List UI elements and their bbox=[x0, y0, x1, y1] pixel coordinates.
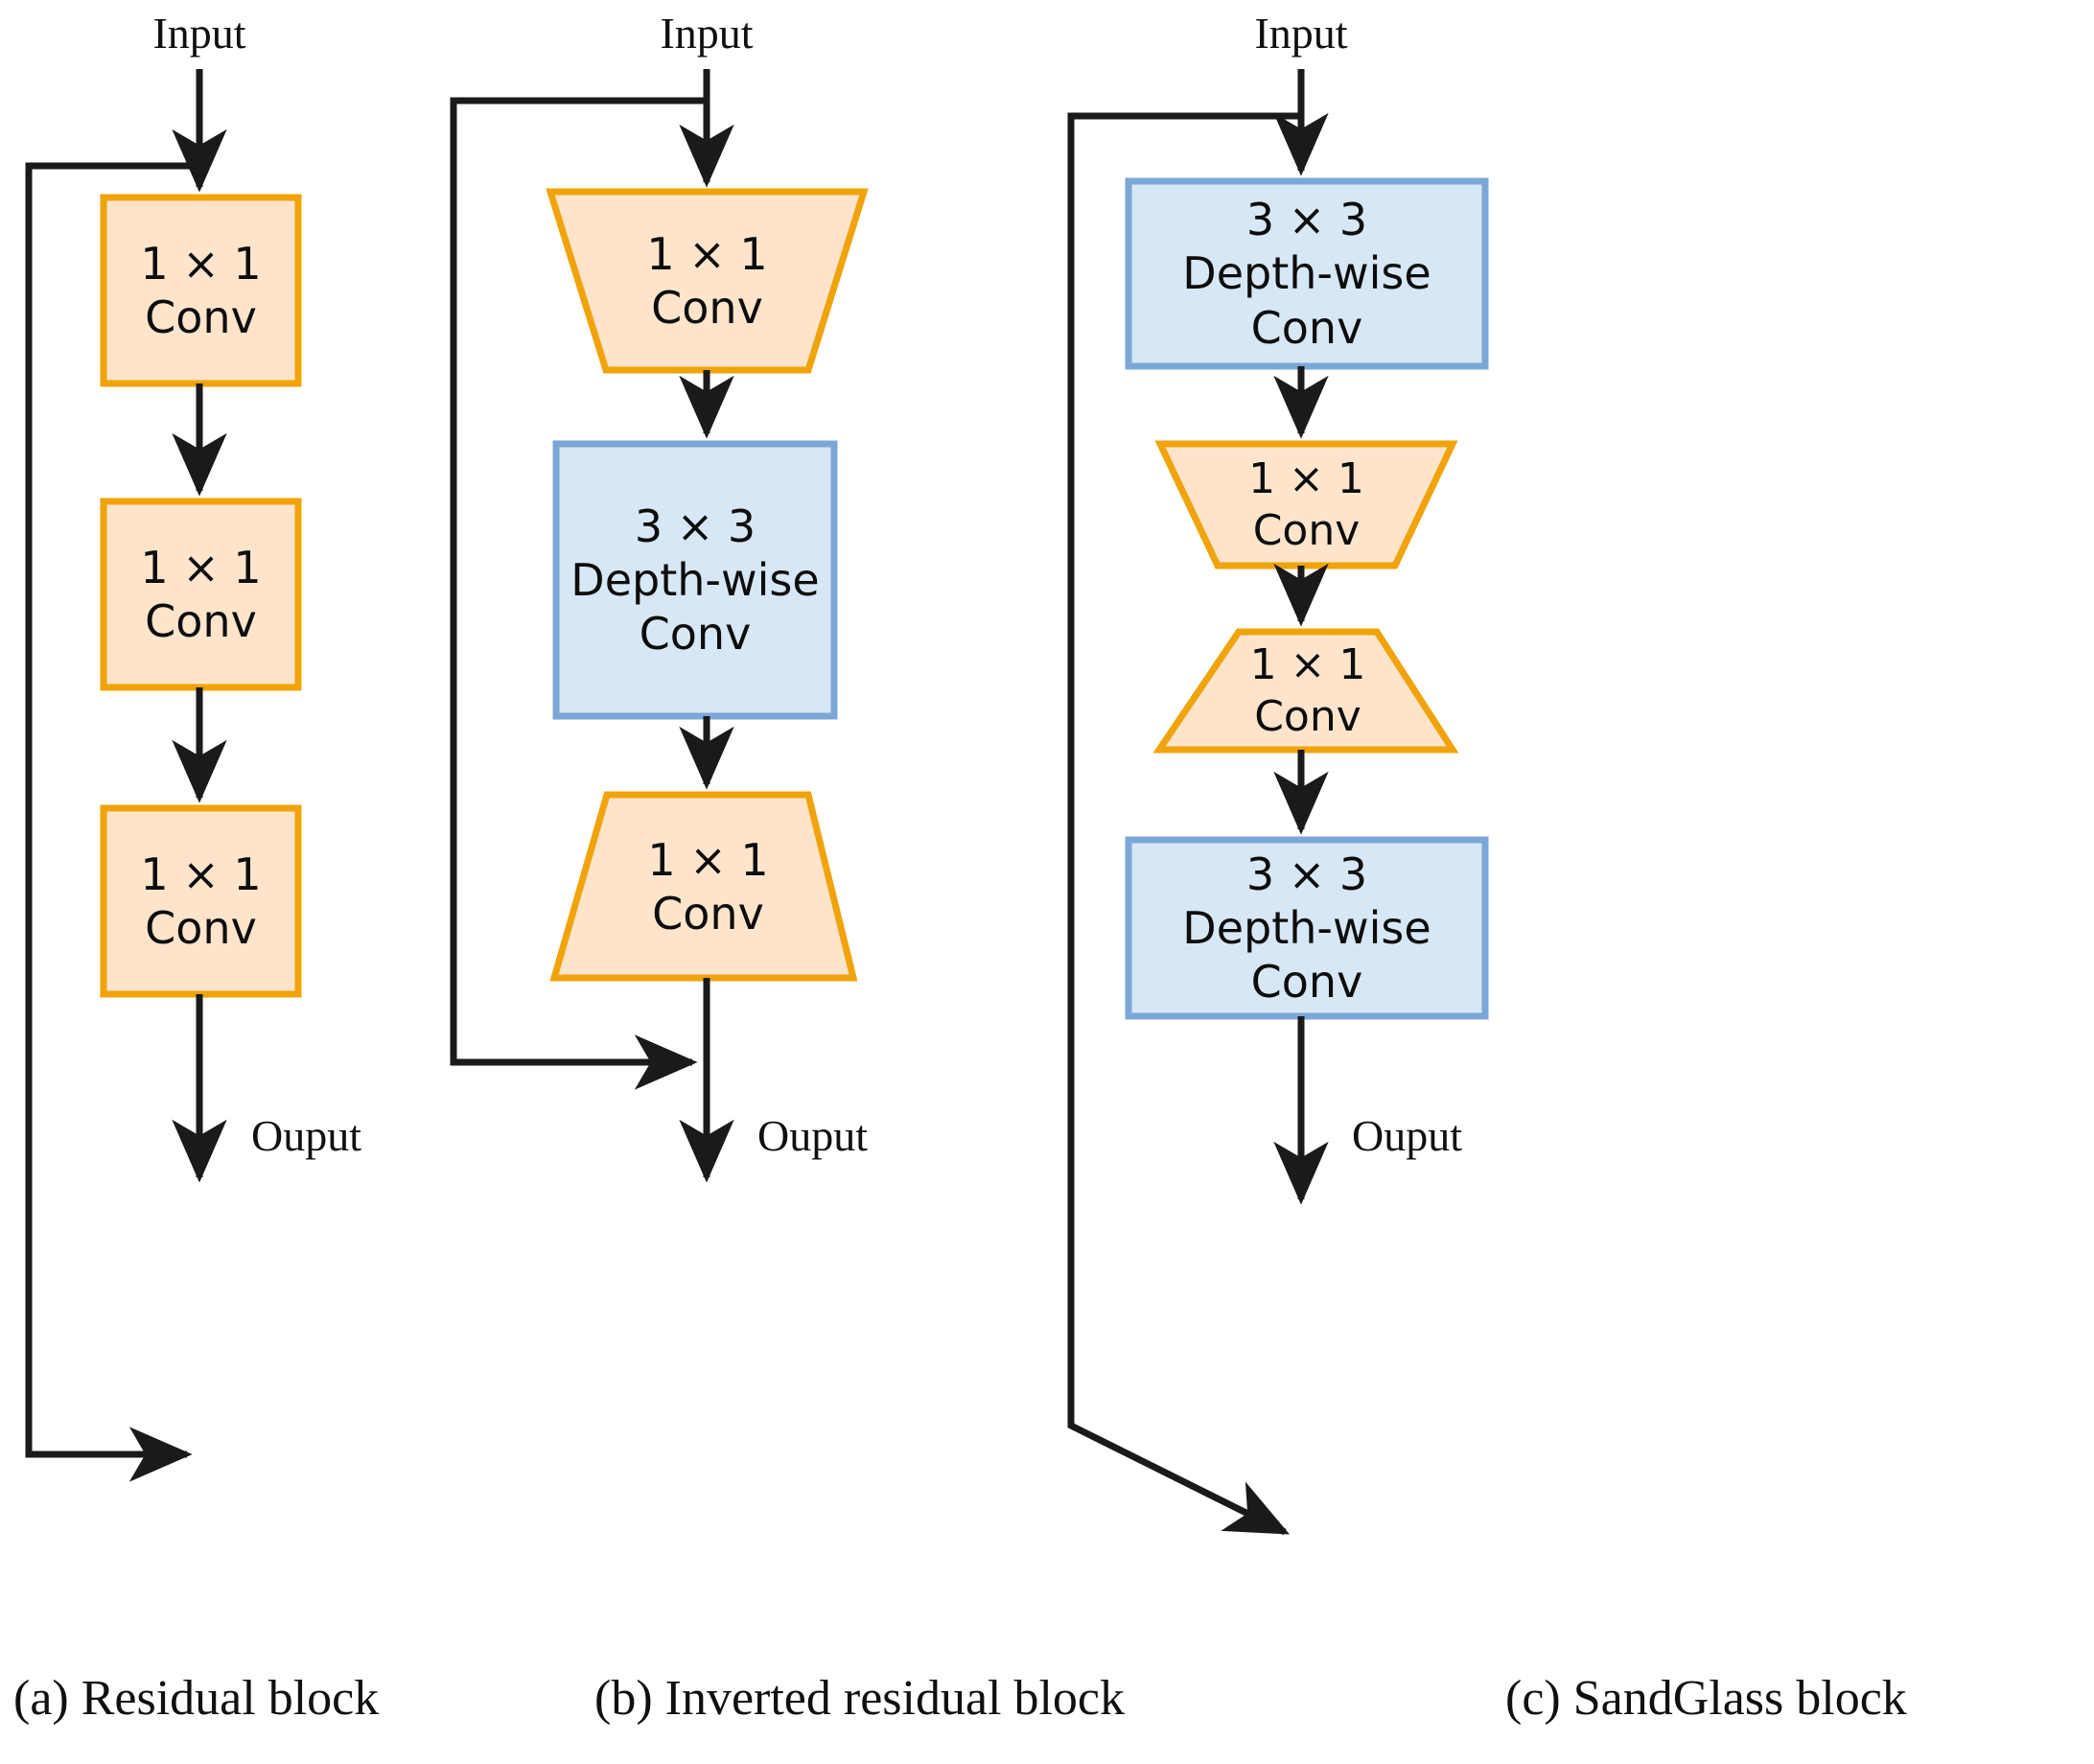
panel-b-graphics bbox=[450, 69, 869, 1183]
input-label-c: Input bbox=[1254, 9, 1348, 58]
block-c-conv-2 bbox=[1152, 628, 1459, 754]
output-label-b: Ouput bbox=[757, 1111, 868, 1160]
skip-connection-c bbox=[1067, 112, 1299, 1536]
block-b-conv-2 bbox=[549, 791, 858, 982]
caption-b: (b) Inverted residual block bbox=[594, 1671, 1126, 1726]
block-a-conv-3 bbox=[100, 804, 302, 998]
input-label-a: Input bbox=[152, 9, 246, 58]
skip-connection-a bbox=[25, 162, 198, 1482]
block-b-depthwise bbox=[552, 440, 838, 720]
panel-a-graphics bbox=[25, 69, 302, 1482]
block-c-depthwise-2 bbox=[1125, 836, 1489, 1020]
caption-c: (c) SandGlass block bbox=[1505, 1671, 1907, 1726]
output-label-c: Ouput bbox=[1352, 1111, 1462, 1160]
block-c-conv-1 bbox=[1154, 440, 1458, 569]
skip-connection-b bbox=[450, 97, 705, 1090]
output-label-a: Ouput bbox=[251, 1111, 361, 1160]
input-label-b: Input bbox=[660, 9, 754, 58]
block-c-depthwise-1 bbox=[1125, 177, 1489, 370]
block-b-conv-1 bbox=[546, 188, 869, 374]
block-a-conv-1 bbox=[100, 194, 302, 387]
block-a-conv-2 bbox=[100, 498, 302, 691]
caption-a: (a) Residual block bbox=[13, 1671, 380, 1726]
panel-c-graphics bbox=[1067, 69, 1489, 1536]
